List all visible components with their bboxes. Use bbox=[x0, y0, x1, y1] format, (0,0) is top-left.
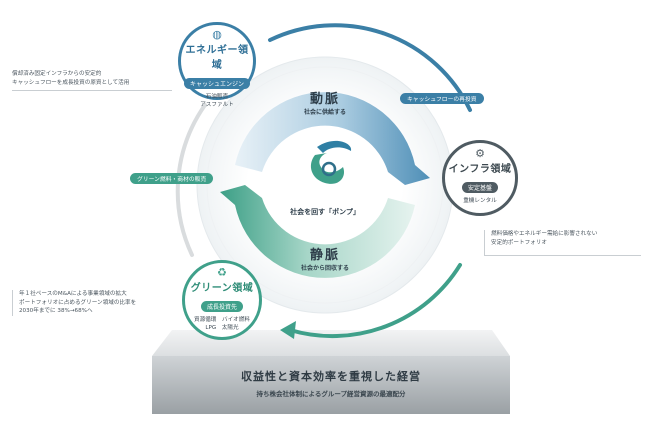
green-pill: 成長投資先 bbox=[200, 301, 243, 312]
base-subtitle: 持ち株会社体制によるグループ経営資源の最適配分 bbox=[256, 390, 406, 398]
base-top bbox=[152, 330, 510, 356]
infra-domain-node: ⚙ インフラ領域 安定基盤 重機レンタル bbox=[442, 140, 518, 216]
infra-pill: 安定基盤 bbox=[461, 182, 498, 193]
drop-icon: ◍ bbox=[212, 28, 222, 41]
infra-item: 重機レンタル bbox=[463, 198, 497, 204]
reinvest-tag: キャッシュフローの再投資 bbox=[400, 93, 484, 104]
energy-title: エネルギー領域 bbox=[185, 45, 249, 71]
vein-band bbox=[220, 185, 415, 278]
artery-band bbox=[235, 92, 430, 185]
vein-label: 静脈 bbox=[309, 248, 340, 263]
artery-label: 動脈 bbox=[309, 92, 340, 107]
arrow-head-bottom bbox=[280, 321, 296, 339]
outer-arc-blue bbox=[268, 23, 472, 112]
core-label: 社会を回す「ポンプ」 bbox=[290, 208, 360, 216]
base-front bbox=[152, 356, 510, 414]
energy-item: 石油販売 bbox=[205, 94, 229, 100]
green-domain-node: ♻ グリーン領域 成長投資先 資源循環 バイオ燃料 LPG 太陽光 bbox=[182, 260, 262, 340]
green-title: グリーン領域 bbox=[190, 283, 254, 294]
green-fuel-tag: グリーン燃料・商材の販売 bbox=[130, 173, 214, 184]
vein-sub: 社会から回収する bbox=[300, 265, 349, 272]
green-item: LPG 太陽光 bbox=[205, 325, 239, 331]
infra-title: インフラ領域 bbox=[448, 164, 512, 175]
pump-logo-icon bbox=[310, 140, 352, 184]
green-item: 資源循環 バイオ燃料 bbox=[194, 317, 250, 323]
energy-pill: キャッシュエンジン bbox=[183, 78, 250, 89]
base-title: 収益性と資本効率を重視した経営 bbox=[241, 370, 421, 383]
artery-sub: 社会に供給する bbox=[303, 109, 346, 116]
energy-item: アスファルト bbox=[200, 102, 234, 108]
note-right: 燃料価格やエネルギー需給に影響されない 安定的ポートフォリオ bbox=[484, 230, 641, 256]
outer-arc-teal bbox=[288, 263, 462, 339]
energy-domain-node: ◍ エネルギー領域 キャッシュエンジン 石油販売 アスファルト bbox=[178, 22, 256, 108]
note-top-left: 償却済み固定インフラからの安定的 キャッシュフローを成長投資の原資として活用 bbox=[12, 70, 172, 91]
gear-icon: ⚙ bbox=[475, 147, 485, 160]
recycle-icon: ♻ bbox=[217, 266, 227, 279]
note-bottom-left: 年１社ペースのM&Aによる事業領域の拡大 ポートフォリオに占めるグリーン領域の比… bbox=[12, 290, 184, 316]
